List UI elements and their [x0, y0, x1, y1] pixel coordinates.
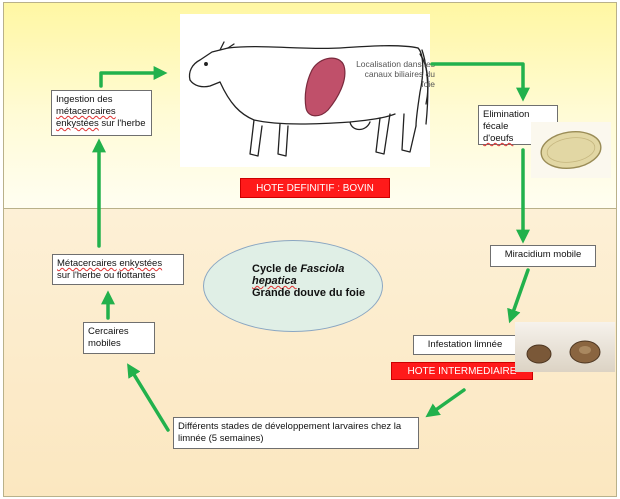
miracidium-box: Miracidium mobile	[490, 245, 596, 267]
arrow-ingestion-to-cow	[99, 66, 168, 88]
cycle-title: Cycle de Fasciola hepatica Grande douve …	[252, 263, 365, 299]
ingestion-line1: Ingestion des	[56, 94, 113, 105]
metacercaires-box: Métacercaires enkystées sur l'herbe ou f…	[52, 254, 184, 285]
cycle-title-prefix: Cycle de	[252, 263, 301, 275]
cycle-title-ellipse	[203, 240, 383, 332]
metacercaires-word2: enkystées	[119, 258, 163, 269]
liver-shape	[304, 57, 346, 117]
elimination-line2: d'oeufs	[483, 133, 514, 144]
cycle-title-genus: Fasciola	[300, 263, 345, 275]
developpement-box: Différents stades de développement larva…	[173, 417, 419, 449]
arrow-developpement-to-cercaires	[127, 363, 170, 432]
ingestion-line2-word: enkystées	[56, 118, 99, 129]
intermediate-host-badge: HOTE INTERMEDIAIRE	[391, 362, 533, 380]
snail-picture	[515, 322, 615, 372]
metacercaires-word1: Métacercaires	[57, 258, 117, 269]
ingestion-line2-rest: sur l'herbe	[98, 118, 146, 129]
definitive-host-badge: HOTE DEFINITIF : BOVIN	[240, 178, 390, 198]
ingestion-word: métacercaires	[56, 106, 116, 117]
cycle-title-species: hepatica	[252, 275, 297, 287]
metacercaires-line2: sur l'herbe ou flottantes	[57, 270, 156, 281]
ingestion-box: Ingestion des métacercaires enkystées su…	[51, 90, 152, 136]
cercaires-box: Cercaires mobiles	[83, 322, 155, 354]
infestation-box: Infestation limnée	[413, 335, 517, 355]
cow-drawing	[188, 41, 429, 157]
cycle-subtitle: Grande douve du foie	[252, 287, 366, 299]
egg-picture	[531, 122, 611, 178]
arrow-infestation-to-developpement	[425, 388, 466, 418]
liver-location-label: Localisation dans les canaux biliaires d…	[356, 59, 435, 89]
arrow-cow-to-elimination	[430, 62, 530, 102]
snail-icon	[526, 344, 552, 364]
cow-illustration	[180, 14, 430, 167]
arrow-miracidium-to-infestation	[507, 268, 530, 324]
egg-icon	[540, 130, 602, 170]
elimination-line1: Elimination fécale	[483, 109, 530, 132]
